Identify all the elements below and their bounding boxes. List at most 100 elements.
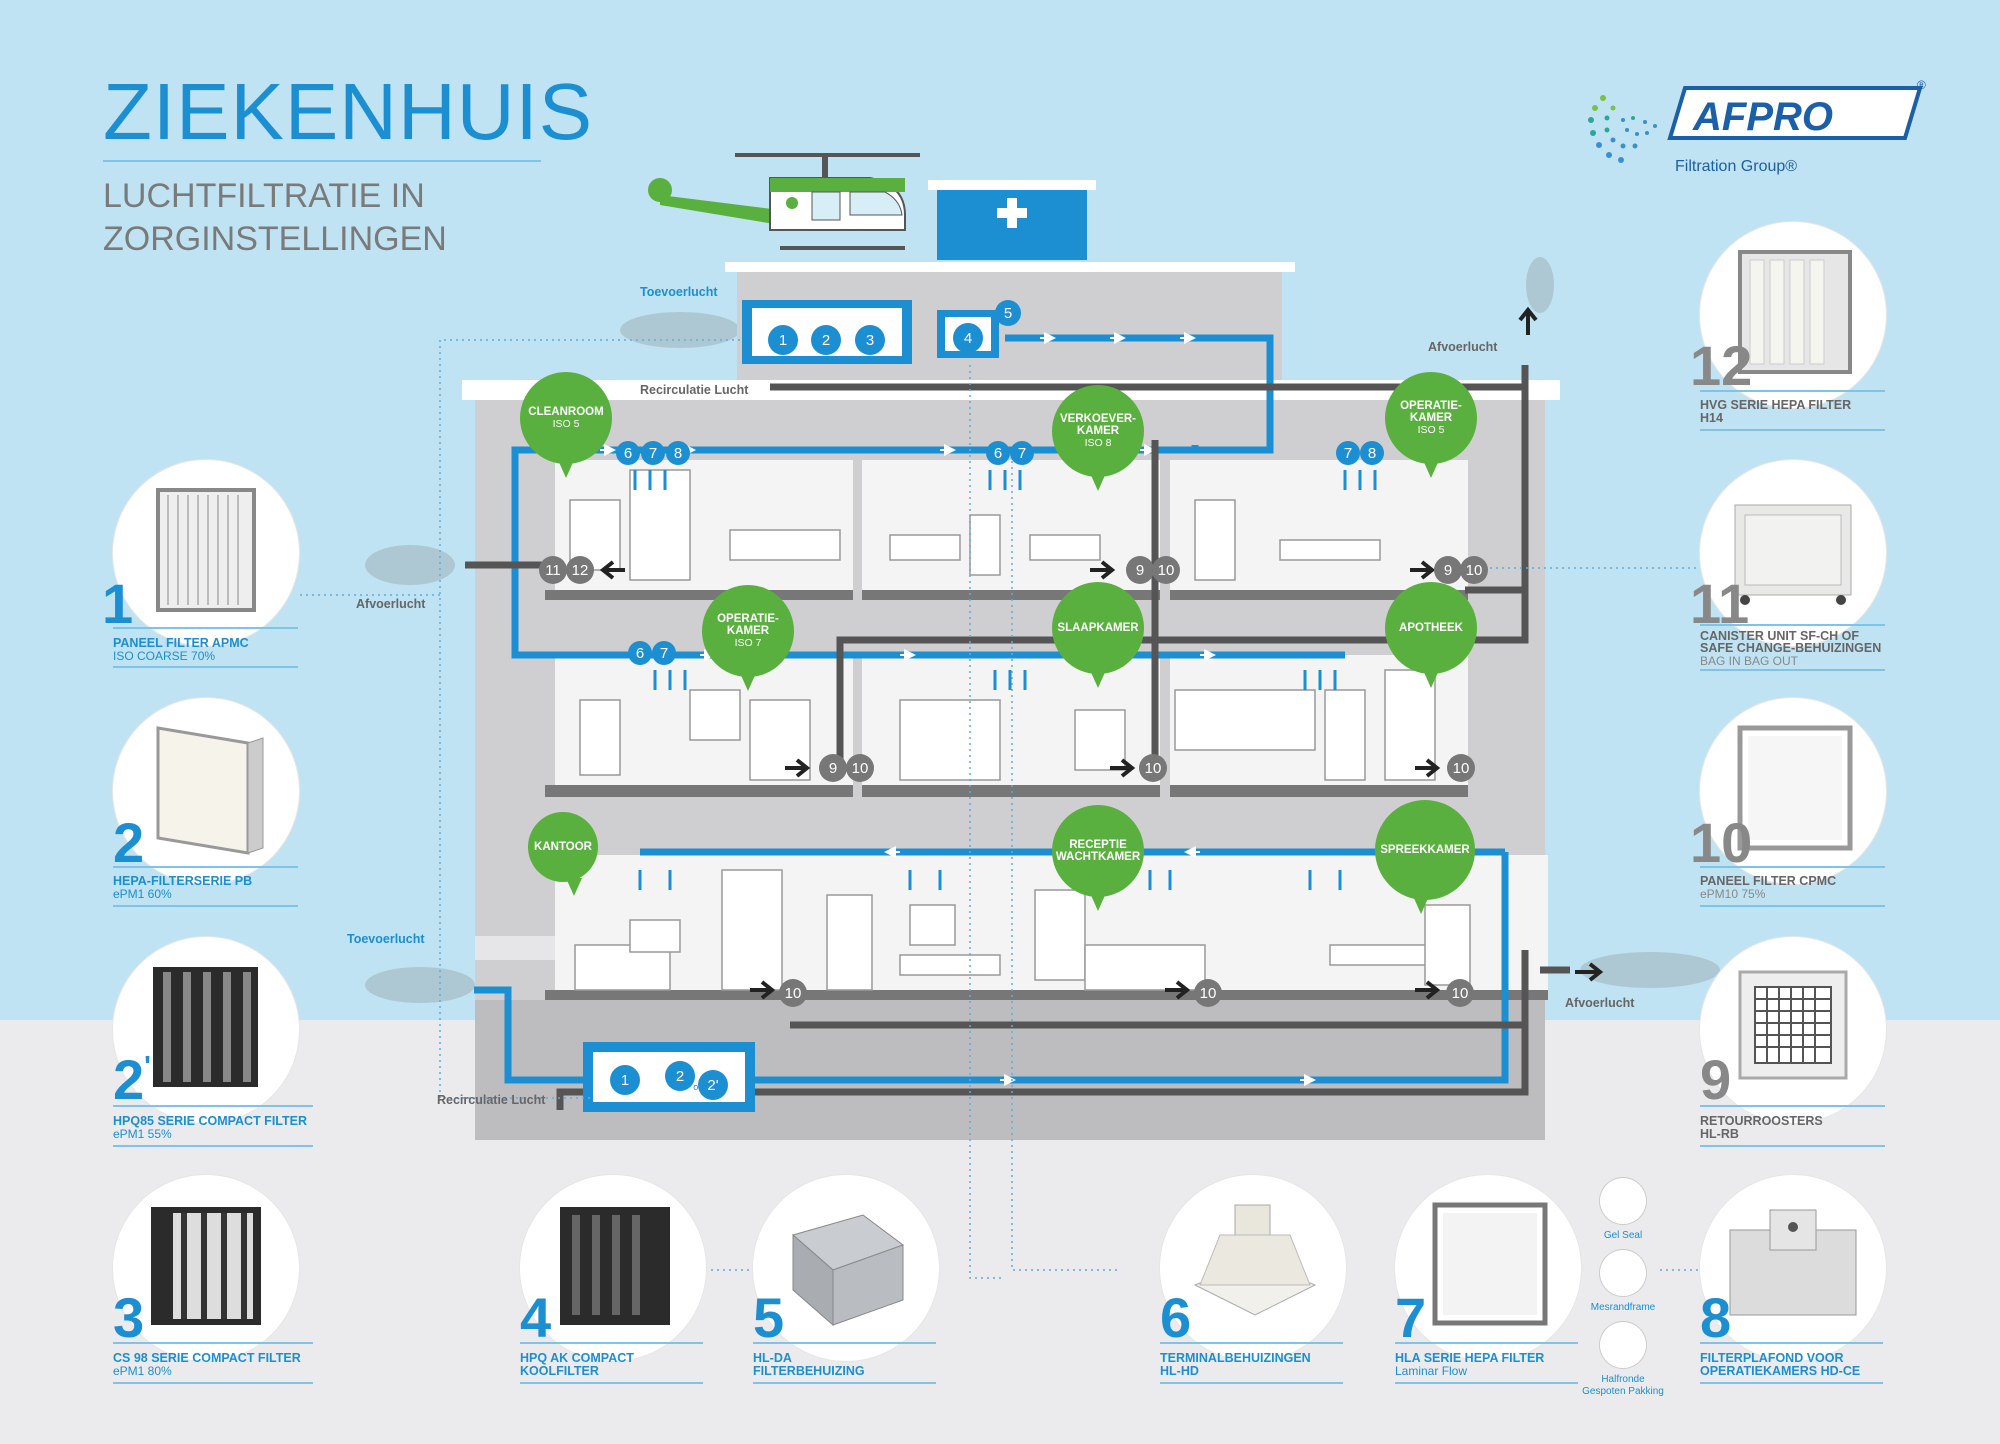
label-exhaust-right: Afvoerlucht: [1565, 996, 1635, 1010]
room-pin-spreekkamer: SPREEKKAMER: [1375, 800, 1475, 914]
product-image-paneel-filter: [113, 460, 299, 646]
label-supply-bottom: Toevoerlucht: [347, 932, 425, 946]
product-number-5: 5: [753, 1286, 785, 1349]
product-rule: [1700, 1342, 1883, 1344]
product-name-6: TERMINALBEHUIZINGEN: [1160, 1351, 1311, 1365]
room-name: KANTOOR: [534, 841, 592, 853]
product-image-hpq-ak: [520, 1175, 706, 1361]
product-sub-3: ePM1 80%: [113, 1364, 172, 1378]
product-image-canister: [1700, 460, 1886, 646]
product-rule: [113, 1145, 313, 1147]
product-sub-2: ePM1 60%: [113, 887, 172, 901]
title-rule: [103, 160, 541, 162]
subtitle-line-1: LUCHTFILTRATIE IN: [103, 177, 425, 215]
product-image-retourroosters: [1700, 937, 1886, 1123]
mesrandframe-label: Mesrandframe: [1590, 1302, 1656, 1313]
helicopter-icon: [648, 153, 920, 250]
product-name-4: HPQ AK COMPACT: [520, 1351, 634, 1365]
product-sub-11: BAG IN BAG OUT: [1700, 654, 1799, 668]
product-number-2b: 2': [113, 1052, 151, 1108]
exhaust-mist: [365, 257, 1720, 1003]
room-name: CLEANROOM: [528, 406, 604, 418]
product-rule: [520, 1342, 703, 1344]
product-name-2b: HPQ85 SERIE COMPACT FILTER: [113, 1114, 308, 1128]
svg-text:AFPRO: AFPRO: [1692, 95, 1833, 139]
product-rule: [753, 1342, 936, 1344]
room-name: OPERATIE- KAMER: [1400, 400, 1462, 424]
product-rule: [113, 666, 298, 668]
product-rule: [113, 1105, 313, 1107]
afpro-logo: AFPRO: [1588, 86, 1923, 163]
product-number-3: 3: [113, 1286, 145, 1349]
product-number-9: 9: [1700, 1048, 1732, 1111]
product-rule: [113, 905, 298, 907]
product-name-11b: SAFE CHANGE-BEHUIZINGEN: [1700, 641, 1882, 655]
gel-seal-image: [1600, 1178, 1646, 1224]
page-title: ZIEKENHUIS: [103, 67, 594, 156]
afpro-wordmark: AFPRO: [1667, 86, 1923, 140]
product-rule: [1700, 1145, 1885, 1147]
room-name: VERKOEVER- KAMER: [1059, 413, 1137, 437]
product-name-6b: HL-HD: [1160, 1364, 1199, 1378]
room-name: SLAAPKAMER: [1057, 622, 1139, 634]
product-name-12: HVG SERIE HEPA FILTER: [1700, 398, 1852, 412]
product-image-hepa-pb: [113, 698, 299, 884]
product-rule: [520, 1382, 703, 1384]
product-sub-2b: ePM1 55%: [113, 1127, 172, 1141]
product-sub-10: ePM10 75%: [1700, 887, 1766, 901]
product-image-cpmc: [1700, 698, 1886, 884]
product-number-2: 2: [113, 811, 145, 874]
product-number-6: 6: [1160, 1286, 1192, 1349]
product-rule: [113, 627, 298, 629]
product-rule: [1700, 1105, 1885, 1107]
room-pin-kantoor: KANTOOR: [528, 812, 598, 896]
product-number-8: 8: [1700, 1286, 1732, 1349]
product-rule: [1160, 1382, 1343, 1384]
product-name-4b: KOOLFILTER: [520, 1364, 599, 1378]
product-name-2: HEPA-FILTERSERIE PB: [113, 874, 253, 888]
halfronde-label: Halfronde: [1601, 1374, 1645, 1385]
product-number-7: 7: [1395, 1286, 1427, 1349]
room-furniture: [569, 469, 1471, 991]
subtitle-line-2: ZORGINSTELLINGEN: [103, 220, 447, 258]
diffuser-arrows: [633, 470, 1377, 890]
room-name: RECEPTIE WACHTKAMER: [1055, 839, 1141, 863]
room-sub: ISO 5: [1417, 424, 1445, 436]
product-name-9: RETOURROOSTERS: [1700, 1114, 1823, 1128]
room-pin-slaapkamer: SLAAPKAMER: [1052, 582, 1144, 688]
product-rule: [1700, 624, 1885, 626]
label-exhaust-left: Afvoerlucht: [356, 597, 426, 611]
gel-seal-label: Gel Seal: [1603, 1230, 1643, 1241]
product-rule: [113, 1382, 313, 1384]
product-name-8: FILTERPLAFOND VOOR: [1700, 1351, 1844, 1365]
product-rule: [113, 866, 298, 868]
product-number-1: 1: [102, 572, 134, 635]
product-rule: [1160, 1342, 1343, 1344]
mesrandframe-image: [1600, 1250, 1646, 1296]
product-rule: [753, 1382, 936, 1384]
room-pin-receptie-wachtkamer: RECEPTIE WACHTKAMER: [1052, 805, 1144, 911]
product-rule: [1700, 669, 1885, 671]
product-rule: [1700, 1382, 1883, 1384]
product-rule: [113, 1342, 313, 1344]
product-name-12b: H14: [1700, 411, 1723, 425]
product-image-filterplafond: [1700, 1175, 1886, 1361]
product-name-11: CANISTER UNIT SF-CH OF: [1700, 629, 1860, 643]
product-sub-1: ISO COARSE 70%: [113, 649, 216, 663]
product-name-1: PANEEL FILTER APMC: [113, 636, 249, 650]
product-image-hpq85: [113, 937, 299, 1123]
product-rule: [1700, 429, 1885, 431]
product-name-5: HL-DA: [753, 1351, 792, 1365]
label-exhaust-top: Afvoerlucht: [1428, 340, 1498, 354]
room-name: APOTHEEK: [1399, 622, 1463, 634]
swirl-icon: [1588, 95, 1657, 163]
product-rule: [1700, 390, 1885, 392]
logo-subtitle: Filtration Group®: [1675, 158, 1798, 175]
product-number-2b-prime: ': [144, 1050, 151, 1081]
room-sub: ISO 7: [734, 637, 762, 649]
product-rule: [1395, 1382, 1578, 1384]
